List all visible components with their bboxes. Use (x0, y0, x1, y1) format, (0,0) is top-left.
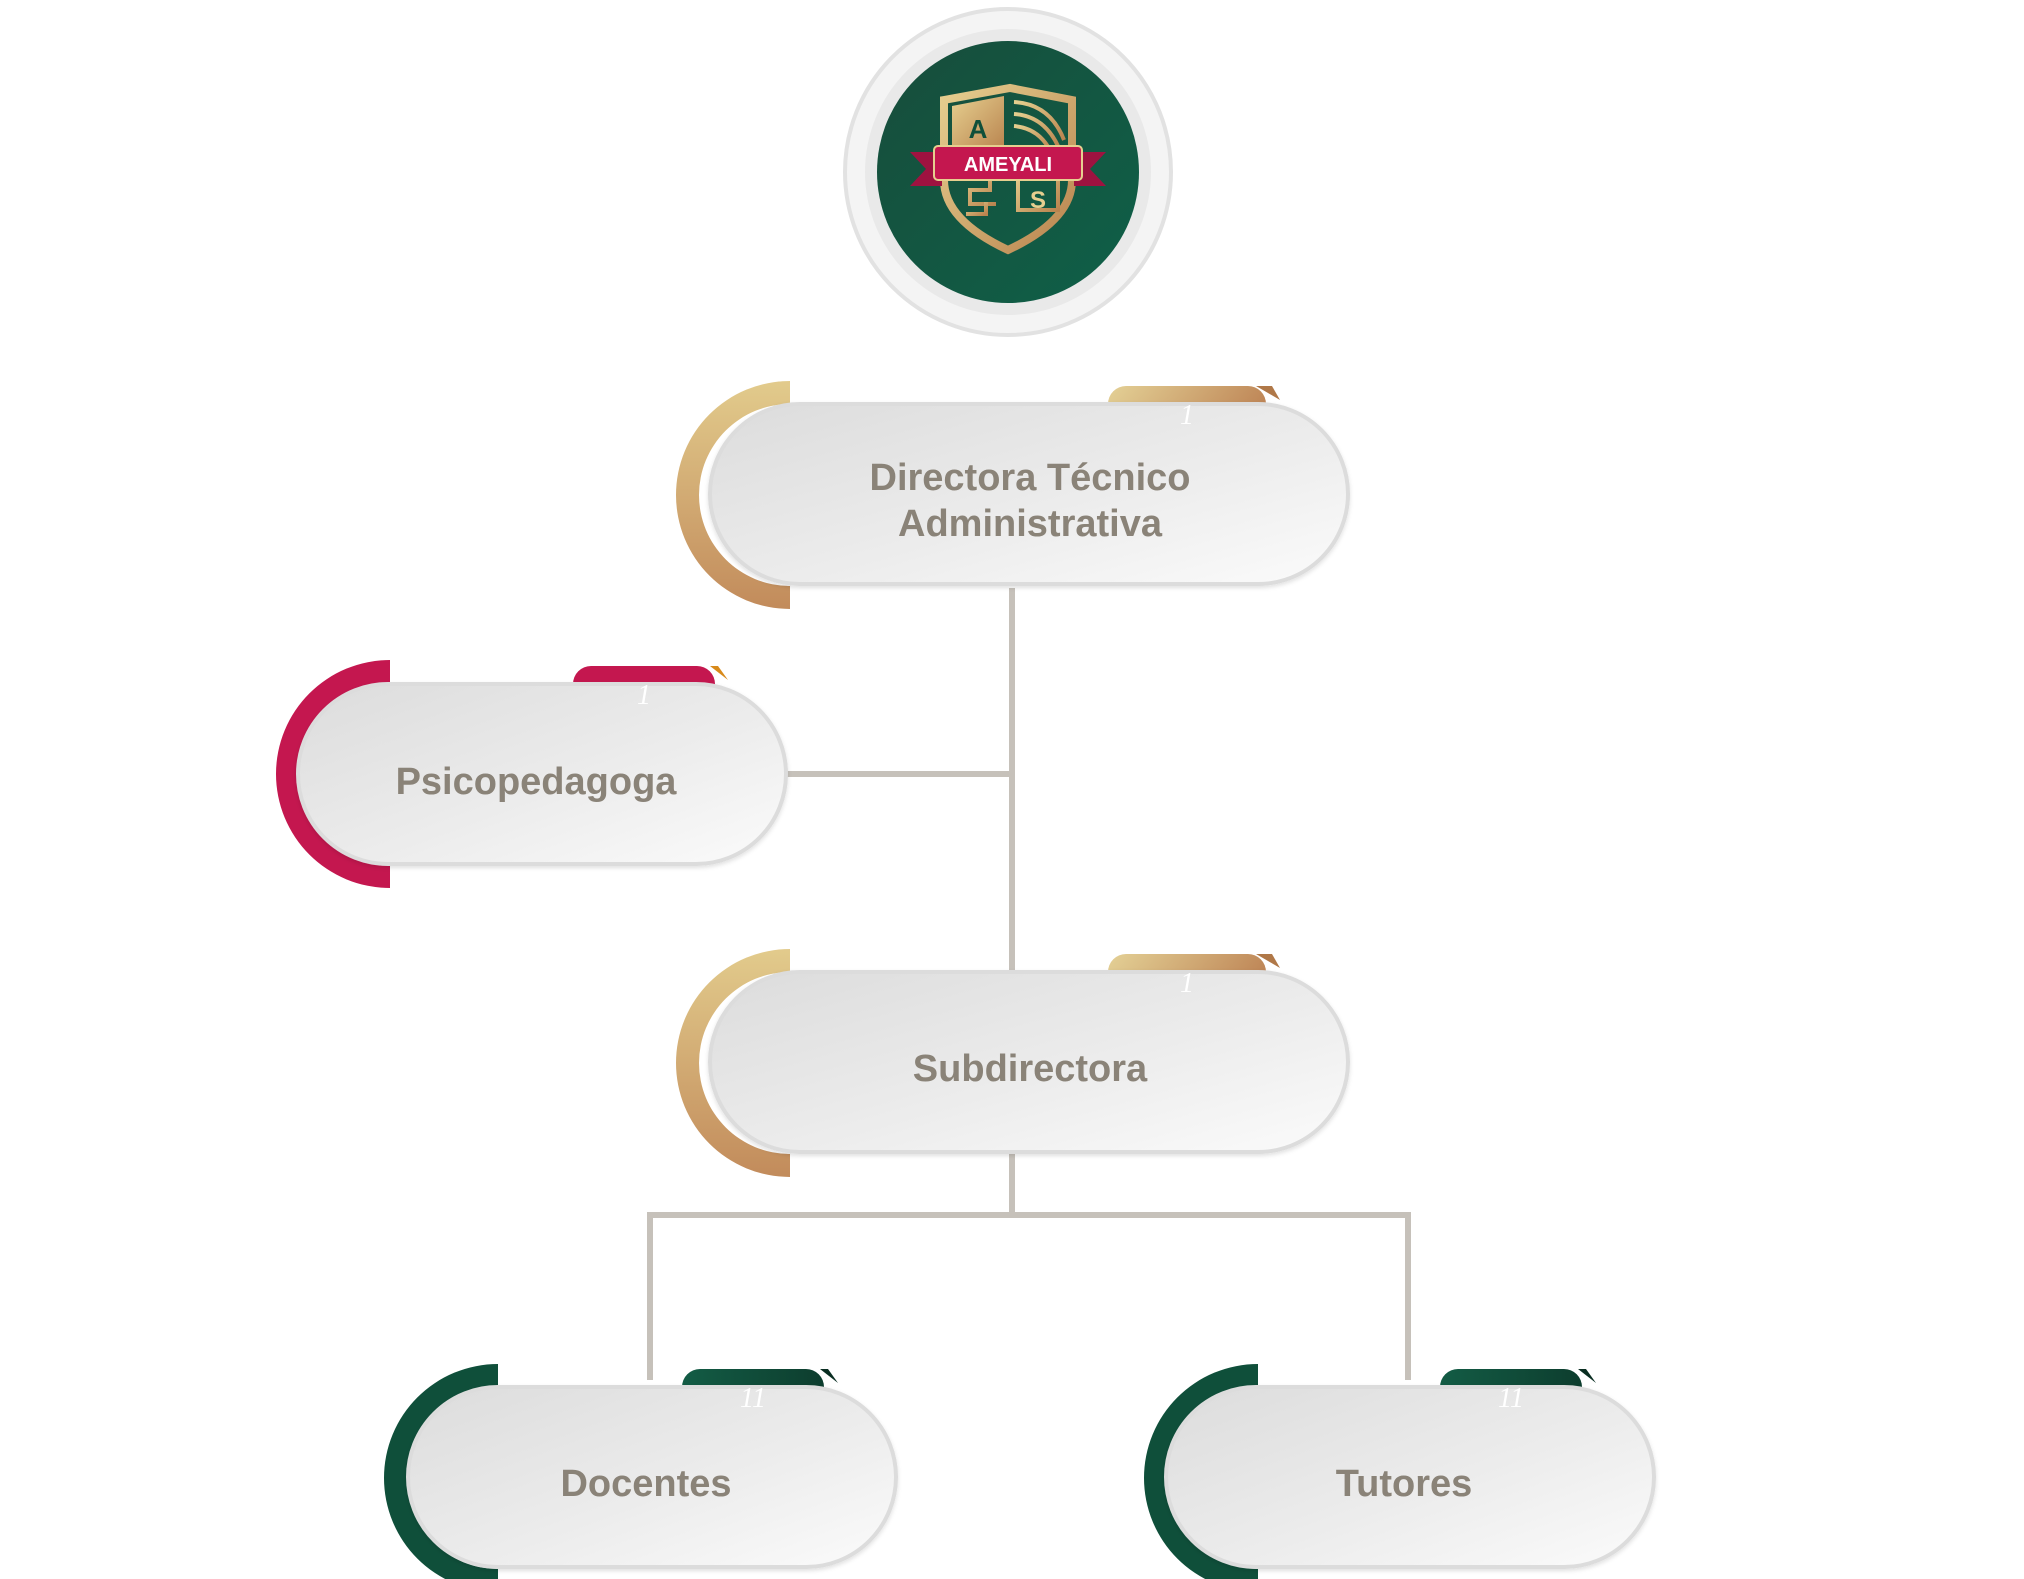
node-directora-pill (708, 402, 1350, 586)
node-docentes: 11 Docentes (384, 1364, 898, 1579)
node-docentes-badge-fold (820, 1369, 838, 1383)
node-psicopedagoga-arc (276, 660, 390, 888)
node-subdirectora-badge-fold (1256, 954, 1280, 968)
node-directora-label-line1: Directora Técnico (870, 457, 1191, 499)
node-subdirectora-pill (708, 970, 1350, 1154)
shield-quarter-top-left (952, 96, 1004, 150)
node-docentes-pill (406, 1385, 898, 1569)
node-subdirectora-label: Subdirectora (913, 1048, 1148, 1090)
node-psicopedagoga-pill (296, 682, 788, 866)
connectors (647, 588, 1411, 1380)
node-docentes-label: Docentes (560, 1463, 731, 1505)
node-tutores-arc (1144, 1364, 1258, 1579)
node-docentes-arc (384, 1364, 498, 1579)
node-subdirectora-badge-count: 1 (1180, 968, 1194, 999)
node-subdirectora: 1 Subdirectora (676, 949, 1350, 1177)
node-psicopedagoga: 1 Psicopedagoga (276, 660, 788, 888)
logo-ribbon (933, 145, 1083, 181)
node-psicopedagoga-badge-count: 1 (637, 680, 651, 711)
node-directora: 1 Directora Técnico Administrativa (676, 381, 1350, 609)
node-tutores-badge-count: 11 (1498, 1383, 1524, 1414)
node-tutores-badge-fold (1578, 1369, 1596, 1383)
node-psicopedagoga-badge-fold (710, 666, 728, 680)
node-tutores-label: Tutores (1336, 1463, 1473, 1505)
shield-icon (940, 83, 1076, 255)
node-directora-badge-fold (1256, 386, 1280, 400)
node-tutores: 11 Tutores (1144, 1364, 1656, 1579)
logo-letter-a: A (969, 114, 988, 144)
logo-name: AMEYALI (964, 154, 1052, 176)
node-directora-arc (676, 381, 790, 609)
node-subdirectora-arc (676, 949, 790, 1177)
node-directora-badge-count: 1 (1180, 400, 1194, 431)
logo-letter-s: S (1030, 187, 1046, 214)
node-psicopedagoga-label: Psicopedagoga (396, 761, 678, 803)
node-directora-label-line2: Administrativa (898, 503, 1163, 545)
node-tutores-pill (1164, 1385, 1656, 1569)
node-docentes-badge-count: 11 (740, 1383, 766, 1414)
ameyali-logo: A S AMEYALI (843, 7, 1173, 337)
